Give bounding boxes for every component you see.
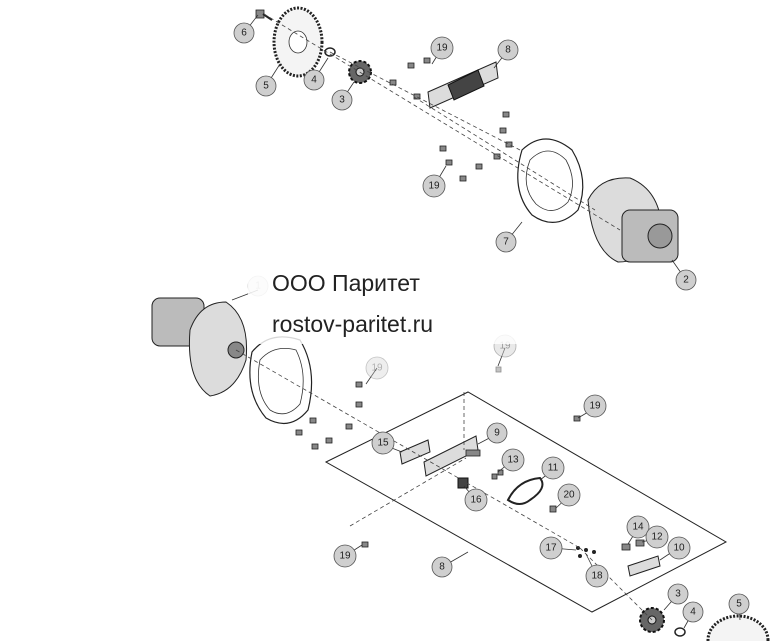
svg-text:2: 2	[683, 275, 689, 286]
callout-6-top: 6	[233, 22, 255, 44]
sprocket-disc-top	[272, 6, 324, 78]
sprocket-disc-bottom	[706, 614, 770, 641]
gasket-bolts-bottom	[295, 366, 581, 548]
callout-12: 12	[645, 525, 669, 549]
bracket-plates-bottom	[399, 435, 661, 577]
svg-text:17: 17	[545, 543, 557, 554]
callout-19-c: 19	[365, 356, 389, 380]
gasket-bolts-top	[439, 145, 501, 182]
callout-10: 10	[667, 536, 691, 560]
callout-2: 2	[675, 269, 697, 291]
callout-8-top: 8	[497, 39, 519, 61]
svg-text:19: 19	[371, 363, 383, 374]
callout-3-top: 3	[331, 89, 353, 111]
bracket-bolts-top	[389, 57, 513, 148]
callout-9: 9	[486, 422, 508, 444]
svg-text:7: 7	[503, 237, 509, 248]
bracket-top	[427, 61, 499, 109]
callout-19-b: 19	[422, 174, 446, 198]
callout-4-bottom: 4	[682, 601, 704, 623]
callout-17: 17	[539, 536, 563, 560]
gasket-top	[517, 138, 584, 223]
callout-5-bottom: 5	[728, 593, 750, 615]
svg-text:20: 20	[563, 490, 575, 501]
svg-text:8: 8	[439, 562, 445, 573]
callout-18: 18	[585, 564, 609, 588]
svg-text:9: 9	[494, 428, 500, 439]
svg-text:19: 19	[339, 551, 351, 562]
svg-text:5: 5	[263, 81, 269, 92]
svg-text:3: 3	[339, 95, 345, 106]
callout-20: 20	[557, 483, 581, 507]
callout-16: 16	[464, 488, 488, 512]
callout-8-bottom: 8	[431, 556, 453, 578]
callout-19-f: 19	[333, 544, 357, 568]
svg-text:4: 4	[311, 75, 317, 86]
callout-11: 11	[541, 456, 565, 480]
hydraulic-motor-top	[587, 177, 679, 263]
callout-14: 14	[626, 515, 650, 539]
callout-13: 13	[501, 448, 525, 472]
watermark-company: ООО Паритет	[272, 270, 420, 296]
svg-text:12: 12	[651, 532, 663, 543]
svg-text:19: 19	[499, 341, 511, 352]
svg-text:13: 13	[507, 455, 519, 466]
svg-text:16: 16	[470, 495, 482, 506]
watermark-background	[248, 258, 534, 344]
callout-19-e: 19	[583, 394, 607, 418]
hydraulic-motor-bottom	[151, 297, 248, 397]
assembly-lines-top	[263, 13, 621, 231]
bracket-plane-bottom	[324, 391, 728, 613]
svg-text:4: 4	[690, 607, 696, 618]
svg-text:8: 8	[505, 45, 511, 56]
svg-text:6: 6	[241, 28, 247, 39]
callout-19-a: 19	[430, 36, 454, 60]
svg-text:19: 19	[436, 43, 448, 54]
callout-7: 7	[495, 231, 517, 253]
svg-text:5: 5	[736, 599, 742, 610]
svg-text:19: 19	[589, 401, 601, 412]
svg-text:11: 11	[548, 463, 559, 474]
assembly-lines-bottom	[235, 349, 653, 621]
gasket-bottom	[249, 336, 313, 425]
svg-text:18: 18	[591, 571, 603, 582]
callout-4-top: 4	[303, 69, 325, 91]
bolt-6-top	[255, 9, 273, 21]
watermark-site: rostov-paritet.ru	[272, 311, 434, 337]
svg-text:3: 3	[675, 589, 681, 600]
svg-text:10: 10	[673, 543, 685, 554]
callout-15: 15	[371, 431, 395, 455]
callout-5-top: 5	[255, 75, 277, 97]
washer-4-bottom	[674, 627, 686, 637]
svg-text:19: 19	[428, 181, 440, 192]
callout-3-bottom: 3	[667, 583, 689, 605]
svg-text:15: 15	[377, 438, 389, 449]
svg-text:14: 14	[632, 522, 644, 533]
